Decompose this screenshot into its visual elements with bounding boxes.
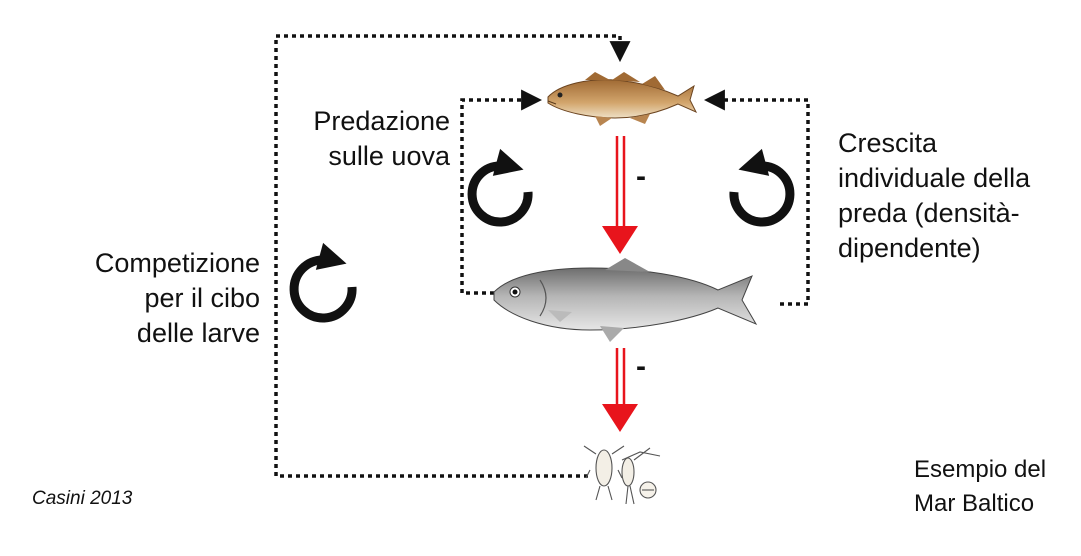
herring-fish-icon <box>493 258 758 342</box>
cod-fish-icon <box>547 72 698 126</box>
label-line: delle larve <box>136 318 260 348</box>
citation: Casini 2013 <box>32 488 133 509</box>
label-line: Competizione <box>94 248 260 278</box>
label-example: Esempio del Mar Baltico <box>914 453 1046 521</box>
label-line: sulle uova <box>328 141 450 171</box>
growth-dotted-loop <box>703 89 810 306</box>
competition-dotted-loop <box>274 34 631 478</box>
cod-to-herring-arrow <box>602 136 638 254</box>
effect-minus-herring: - <box>636 350 646 383</box>
zooplankton-icon <box>583 445 661 505</box>
predation-loop-icon <box>467 148 533 227</box>
label-line: dipendente) <box>838 233 981 263</box>
herring-to-zooplankton-arrow <box>602 348 638 432</box>
label-line: per il cibo <box>144 283 260 313</box>
label-line: Predazione <box>313 106 450 136</box>
label-line: Crescita <box>838 128 938 158</box>
label-predation: Predazione sulle uova <box>313 104 450 174</box>
label-line: Mar Baltico <box>914 490 1035 517</box>
label-line: preda (densità- <box>838 198 1020 228</box>
label-line: individuale della <box>838 163 1031 193</box>
growth-loop-icon <box>729 148 795 227</box>
competition-loop-icon <box>289 242 357 323</box>
label-growth: Crescita individuale della preda (densit… <box>838 126 1030 266</box>
label-line: Esempio del <box>914 456 1047 483</box>
predation-dotted-loop <box>460 89 543 295</box>
label-competition: Competizione per il cibo delle larve <box>95 246 260 351</box>
effect-minus-cod: - <box>636 160 646 193</box>
